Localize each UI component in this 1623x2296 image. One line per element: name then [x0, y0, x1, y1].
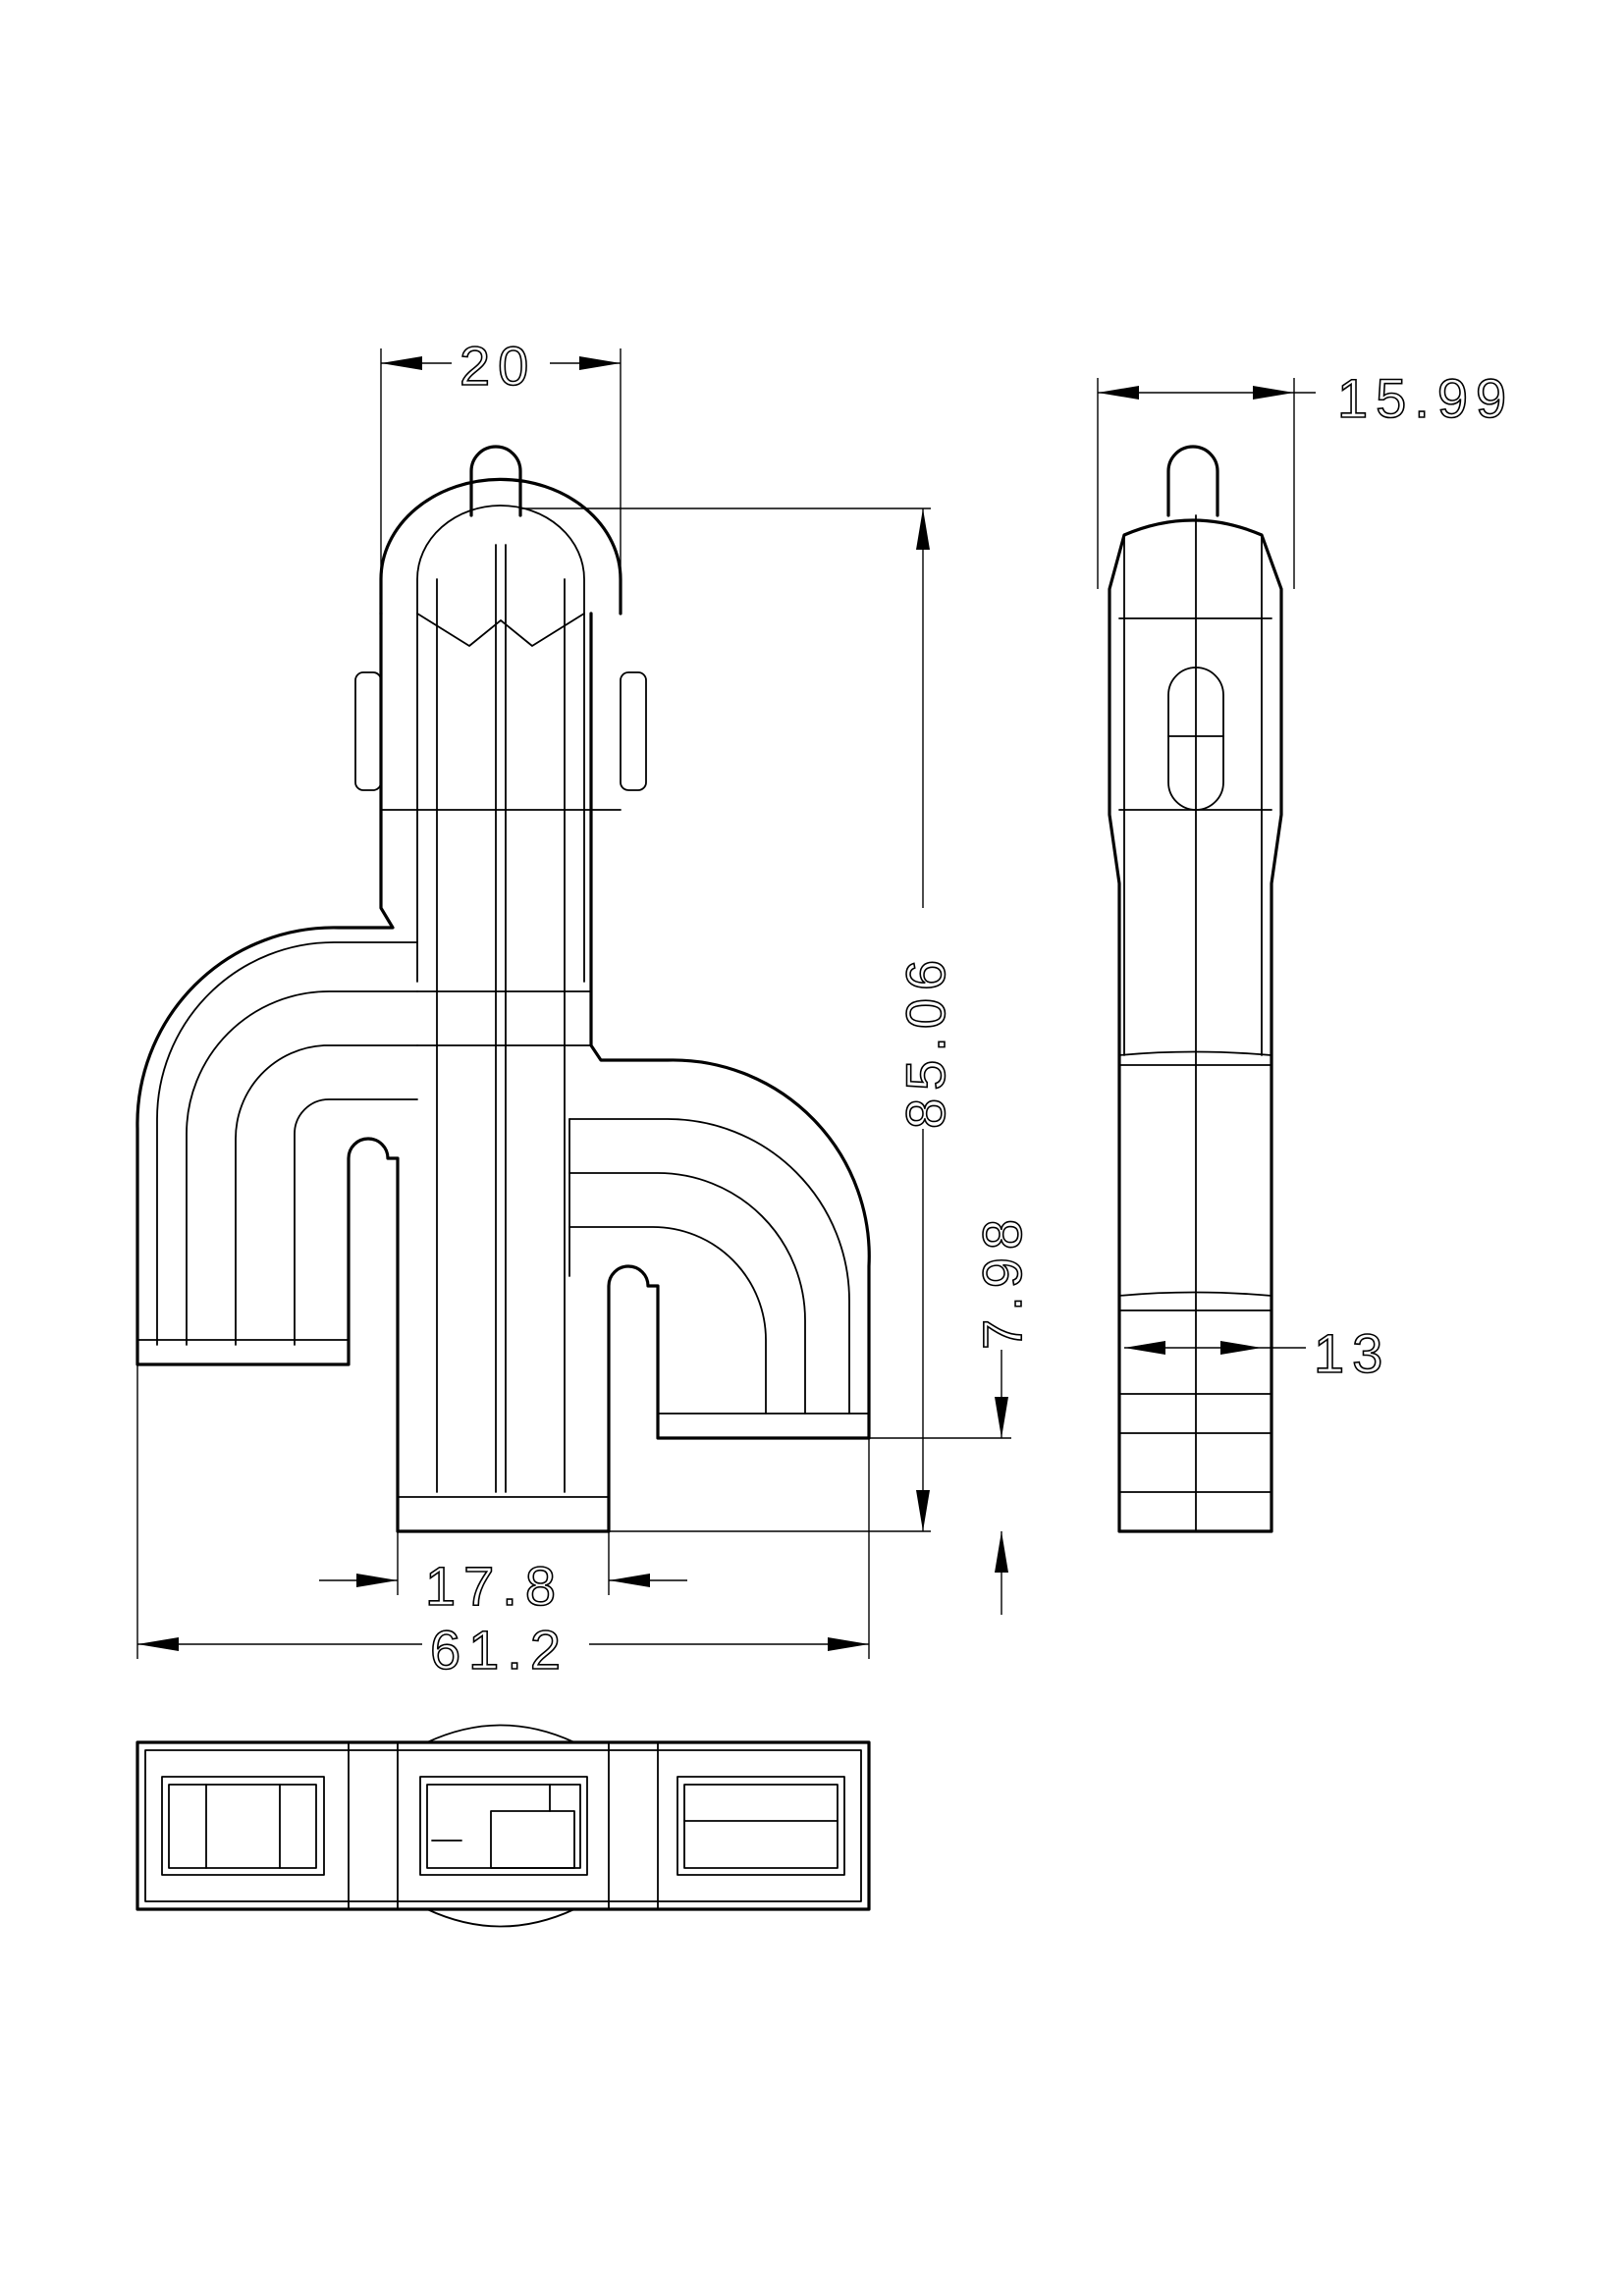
bottom-port-right: [676, 1776, 845, 1876]
crown-zigzag: [416, 613, 585, 647]
dim-side-thickness: 15.99: [1337, 367, 1514, 429]
bottom-port-center: [419, 1776, 588, 1876]
side-outline: [1108, 518, 1283, 1533]
dimension-lines: [136, 348, 1316, 1659]
bottom-outline: [135, 1740, 871, 1911]
dim-overall-width: 61.2: [430, 1619, 568, 1681]
dim-port-offset: 7.98: [971, 1211, 1033, 1350]
dim-tip-width: 20: [460, 335, 536, 397]
bottom-view: [135, 1724, 871, 1928]
side-view: [1108, 445, 1283, 1533]
plug-tip: [469, 445, 522, 517]
dim-overall-height: 85.06: [894, 952, 956, 1129]
plug-dome: [379, 477, 622, 615]
left-clip: [354, 671, 382, 791]
dim-neck-width: 13: [1314, 1322, 1390, 1384]
right-clip: [620, 671, 647, 791]
bottom-port-left: [161, 1776, 325, 1876]
side-slot: [1167, 667, 1224, 811]
dim-center-port-width: 17.8: [425, 1555, 564, 1617]
charger-outline: [135, 612, 871, 1533]
front-view: [135, 445, 871, 1533]
side-tip: [1166, 445, 1219, 517]
